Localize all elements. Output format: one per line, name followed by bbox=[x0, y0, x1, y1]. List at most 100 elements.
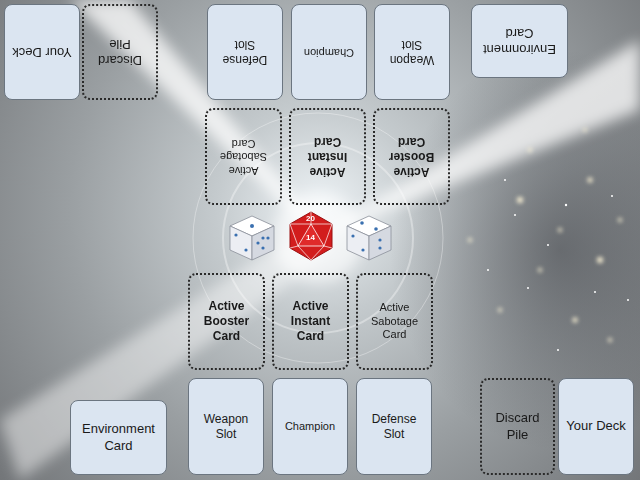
slot-label: Your Deck bbox=[566, 418, 626, 434]
slot-text: Your Deck bbox=[12, 44, 72, 60]
ring bbox=[193, 113, 443, 363]
pip bbox=[261, 236, 264, 239]
slot-label: Champion bbox=[304, 45, 354, 59]
slot-label: Discard Pile bbox=[89, 36, 151, 69]
pip bbox=[266, 236, 269, 239]
slot-label: Active Sabotage Card bbox=[212, 136, 275, 177]
slot-text: Discard Pile bbox=[89, 36, 151, 69]
slot-label: Active Instant Card bbox=[296, 134, 359, 179]
slot-text: Active Sabotage Card bbox=[363, 301, 426, 342]
deck-slot: Your Deck bbox=[558, 378, 634, 475]
star bbox=[611, 195, 613, 197]
slot-label: Weapon Slot bbox=[194, 412, 258, 442]
slot-text: Discard Pile bbox=[487, 410, 548, 443]
die-face bbox=[230, 226, 252, 260]
deck-slot: Your Deck bbox=[4, 4, 80, 100]
d20-body bbox=[290, 212, 332, 260]
d20-edge bbox=[290, 224, 311, 225]
slot-text: Champion bbox=[304, 45, 354, 59]
star-dots bbox=[487, 179, 629, 351]
star bbox=[487, 269, 489, 271]
star bbox=[594, 291, 596, 293]
slot-text: Active Sabotage Card bbox=[212, 136, 275, 177]
slot-text: Defense Slot bbox=[362, 412, 426, 442]
pip bbox=[374, 227, 378, 231]
pip bbox=[351, 234, 354, 237]
environment-slot: Environment Card bbox=[70, 400, 167, 475]
star bbox=[504, 179, 506, 181]
sparkle bbox=[558, 228, 562, 232]
pip bbox=[256, 241, 259, 244]
environment-slot: Environment Card bbox=[471, 4, 568, 78]
slot-text: Weapon Slot bbox=[380, 37, 444, 67]
booster-slot: Active Booster Card bbox=[188, 273, 265, 370]
white-die bbox=[230, 216, 274, 260]
die-number: 20 bbox=[306, 215, 315, 223]
hex-rings bbox=[193, 113, 443, 363]
slot-label: Active Booster Card bbox=[195, 299, 258, 344]
star bbox=[565, 204, 567, 206]
slot-label: Defense Slot bbox=[362, 412, 426, 442]
d20-edge bbox=[311, 224, 332, 225]
star bbox=[527, 287, 529, 289]
instant-slot: Active Instant Card bbox=[272, 273, 349, 370]
sparkle bbox=[618, 218, 622, 222]
slot-text: Defense Slot bbox=[213, 37, 277, 67]
sabotage-slot: Active Sabotage Card bbox=[356, 273, 433, 370]
slot-label: Active Booster Card bbox=[380, 134, 443, 179]
star bbox=[557, 349, 559, 351]
slot-text: Environment Card bbox=[477, 25, 562, 58]
pip bbox=[360, 221, 364, 225]
slot-text: Your Deck bbox=[566, 418, 626, 434]
sparkle bbox=[517, 197, 523, 203]
sparkle bbox=[498, 308, 502, 312]
sparkle bbox=[583, 128, 587, 132]
d20-edge bbox=[290, 224, 298, 246]
slot-text: Weapon Slot bbox=[194, 412, 258, 442]
die-number: 14 bbox=[306, 234, 315, 242]
weapon-slot: Weapon Slot bbox=[188, 378, 264, 475]
slot-text: Champion bbox=[285, 420, 335, 434]
weapon-slot: Weapon Slot bbox=[374, 4, 450, 100]
slot-label: Your Deck bbox=[12, 44, 72, 60]
sparkles bbox=[468, 128, 622, 342]
pip bbox=[261, 246, 264, 249]
d20-edge bbox=[290, 246, 298, 248]
slot-text: Active Booster Card bbox=[195, 299, 258, 344]
slot-label: Discard Pile bbox=[487, 410, 548, 443]
pip bbox=[250, 224, 254, 228]
slot-text: Environment Card bbox=[76, 421, 161, 454]
sparkle bbox=[468, 238, 472, 242]
die-face bbox=[369, 226, 391, 260]
star bbox=[514, 214, 516, 216]
discard-slot: Discard Pile bbox=[82, 4, 158, 100]
sparkle bbox=[528, 148, 532, 152]
sparkle bbox=[597, 257, 603, 263]
discard-slot: Discard Pile bbox=[480, 378, 555, 475]
champion-slot: Champion bbox=[291, 4, 367, 100]
booster-slot: Active Booster Card bbox=[373, 108, 450, 205]
champion-slot: Champion bbox=[272, 378, 348, 475]
d20-edges bbox=[290, 212, 332, 260]
slot-text: Active Booster Card bbox=[380, 134, 443, 179]
slot-label: Environment Card bbox=[76, 421, 161, 454]
star bbox=[547, 244, 549, 246]
die-pips bbox=[351, 221, 381, 251]
pip bbox=[378, 238, 381, 241]
slot-label: Champion bbox=[285, 420, 335, 434]
sparkle bbox=[573, 318, 578, 323]
die-face bbox=[252, 226, 274, 260]
pip bbox=[234, 233, 237, 236]
die-face bbox=[347, 226, 369, 260]
slot-text: Active Instant Card bbox=[279, 299, 342, 344]
pip bbox=[378, 246, 381, 249]
d20-face bbox=[298, 224, 324, 246]
d20-edge bbox=[324, 224, 332, 246]
slot-text: Active Instant Card bbox=[296, 134, 359, 179]
pip bbox=[244, 248, 247, 251]
d20-edge bbox=[298, 246, 311, 260]
sparkle bbox=[588, 178, 593, 183]
slot-label: Defense Slot bbox=[213, 37, 277, 67]
